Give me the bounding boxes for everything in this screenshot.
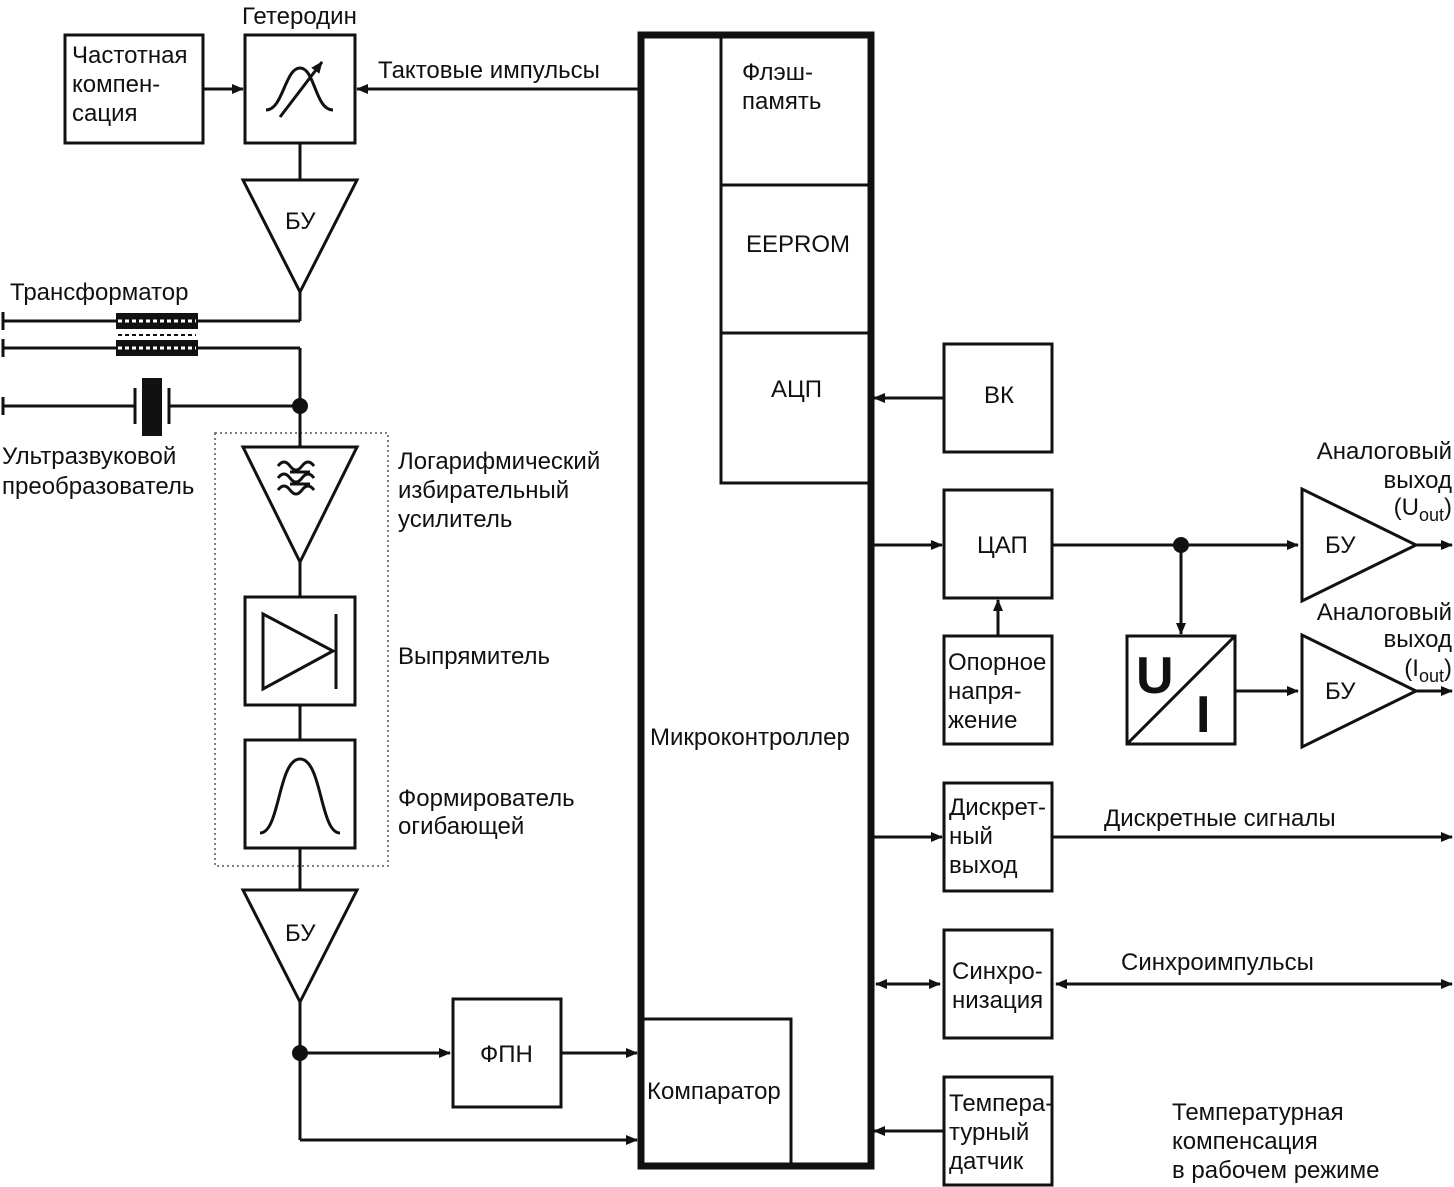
- flash-label-line-2: память: [742, 88, 821, 115]
- transducer-label-line-1: Ультразвуковой: [2, 443, 176, 470]
- svg-text:выход: выход: [1383, 467, 1452, 494]
- temp-comp-line-1: Температурная: [1172, 1099, 1344, 1126]
- envelope-pulse-icon: [259, 757, 341, 835]
- svg-text:выход: выход: [1383, 626, 1452, 653]
- fpn-label: ФПН: [480, 1041, 533, 1068]
- uout-subscript-label: (Uout): [1394, 494, 1452, 525]
- diode-icon: [261, 611, 337, 692]
- log-amp-label-line-3: усилитель: [398, 506, 512, 533]
- freq-comp-line-2: компен-: [72, 71, 160, 98]
- flash-memory-block: [719, 33, 873, 187]
- freq-comp-line-1: Частотная: [72, 42, 187, 69]
- filter-wave-icon: [276, 460, 316, 496]
- temp-sensor-line-3: датчик: [949, 1148, 1024, 1175]
- discrete-label-line-3: выход: [949, 852, 1018, 879]
- rectifier-label: Выпрямитель: [398, 643, 550, 670]
- ui-converter-block: U I: [1125, 634, 1237, 746]
- ref-label-line-2: напря-: [948, 678, 1022, 705]
- analog-output-i-label: Аналоговый выход (Iout): [1317, 599, 1452, 686]
- vk-label: ВК: [984, 382, 1014, 409]
- buffer-amp-bottom-label: БУ: [285, 920, 316, 947]
- heterodyne-title: Гетеродин: [242, 3, 357, 30]
- analog-output-u-label: Аналоговый выход (Uout): [1317, 438, 1452, 525]
- dac-label: ЦАП: [977, 532, 1028, 559]
- svg-text:Аналоговый: Аналоговый: [1317, 438, 1452, 465]
- sync-block: Синхро- низация: [942, 928, 1054, 1040]
- buffer-amp-top: БУ: [240, 178, 360, 296]
- reference-voltage-block: Опорное напря- жение: [942, 634, 1054, 746]
- buffer-amp-bottom: БУ: [240, 888, 360, 1006]
- temp-sensor-line-2: турный: [949, 1119, 1029, 1146]
- adc-label: АЦП: [771, 376, 822, 403]
- buffer-amp-uout: БУ: [1300, 486, 1420, 604]
- iout-subscript-label: (Iout): [1404, 655, 1452, 686]
- ref-label-line-1: Опорное: [948, 649, 1046, 676]
- envelope-label-line-2: огибающей: [398, 813, 524, 840]
- discrete-label-line-2: ный: [949, 823, 993, 850]
- tuning-curve-icon: [265, 66, 334, 112]
- eeprom-block: [719, 183, 873, 335]
- sync-pulses-label: Синхроимпульсы: [1121, 949, 1314, 976]
- discrete-signals-label: Дискретные сигналы: [1104, 805, 1336, 832]
- rectifier-block: [243, 595, 357, 707]
- buffer-amp-top-label: БУ: [285, 208, 316, 235]
- microcontroller-label: Микроконтроллер: [650, 724, 850, 751]
- comparator-label: Компаратор: [647, 1078, 781, 1105]
- transformer-label: Трансформатор: [10, 279, 188, 306]
- flash-label-line-1: Флэш-: [742, 59, 813, 86]
- temperature-sensor-block: Темпера- турный датчик: [942, 1075, 1054, 1187]
- temp-sensor-line-1: Темпера-: [949, 1090, 1053, 1117]
- ultrasonic-transducer-symbol: [1, 378, 300, 436]
- log-amp-label-line-2: избирательный: [398, 477, 569, 504]
- dac-block: ЦАП: [942, 488, 1054, 600]
- tuning-arrow-icon: [278, 61, 324, 118]
- buffer-amp-iout-label: БУ: [1325, 678, 1356, 705]
- sync-label-line-1: Синхро-: [952, 958, 1043, 985]
- freq-compensation-block: Частотная компен- сация: [63, 33, 205, 145]
- i-symbol: I: [1196, 686, 1210, 744]
- envelope-label-line-1: Формирователь: [398, 785, 575, 812]
- temp-comp-line-3: в рабочем режиме: [1172, 1157, 1379, 1184]
- ref-label-line-3: жение: [948, 707, 1017, 734]
- discrete-output-block: Дискрет- ный выход: [942, 781, 1054, 893]
- log-amp-label-line-1: Логарифмический: [398, 448, 600, 475]
- log-amplifier-block: [240, 445, 360, 566]
- transducer-label-line-2: преобразователь: [2, 473, 194, 500]
- u-symbol: U: [1136, 647, 1174, 705]
- discrete-label-line-1: Дискрет-: [949, 794, 1046, 821]
- heterodyne-block: [243, 33, 357, 145]
- buffer-amp-uout-label: БУ: [1325, 532, 1356, 559]
- temp-comp-line-2: компенсация: [1172, 1128, 1318, 1155]
- microcontroller-block: Флэш- память EEPROM АЦП Микроконтроллер …: [637, 31, 875, 1170]
- vk-block: ВК: [942, 342, 1054, 454]
- sync-label-line-2: низация: [952, 987, 1043, 1014]
- adc-block: [719, 331, 873, 485]
- svg-text:Аналоговый: Аналоговый: [1317, 599, 1452, 626]
- transformer-symbol: [1, 312, 300, 357]
- eeprom-label: EEPROM: [746, 231, 850, 258]
- envelope-former-block: [243, 738, 357, 850]
- freq-comp-line-3: сация: [72, 100, 138, 127]
- buffer-amp-iout: БУ: [1300, 632, 1420, 750]
- clock-pulses-label: Тактовые импульсы: [378, 57, 600, 84]
- fpn-block: ФПН: [451, 997, 563, 1109]
